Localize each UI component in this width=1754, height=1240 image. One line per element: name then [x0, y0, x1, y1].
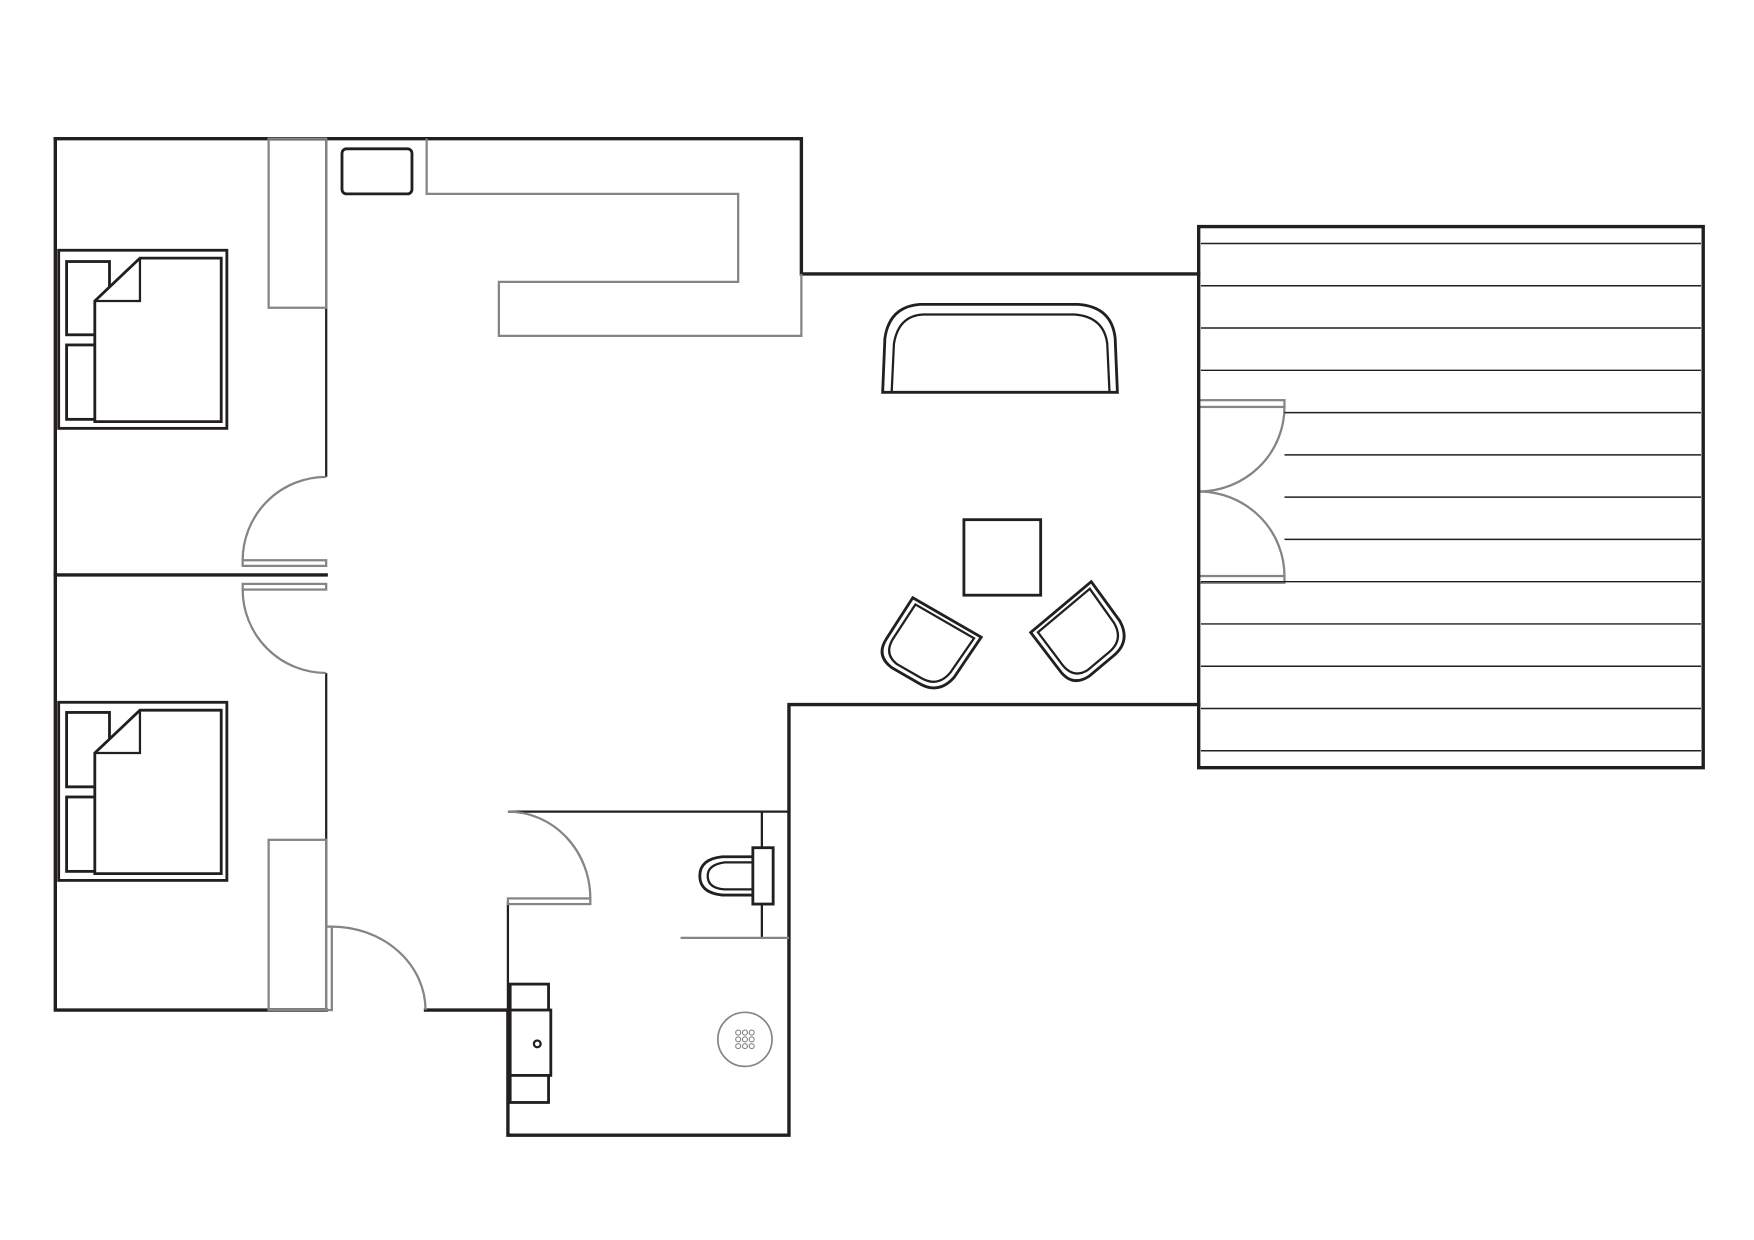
deck-door-right[interactable]: [1197, 490, 1286, 584]
wardrobe-bottom: [267, 838, 328, 1012]
bed-top: [57, 248, 229, 430]
sofa: [881, 302, 1119, 394]
bed-bottom: [57, 700, 229, 882]
drain-hole: [741, 1029, 748, 1036]
armchair-right: [1028, 579, 1126, 683]
sink: [508, 982, 553, 1104]
doors: [241, 399, 1286, 1012]
outer-walls: [53, 136, 1201, 1137]
shower-drain: [717, 1011, 773, 1068]
coffee-table: [962, 518, 1043, 597]
drain-hole: [735, 1036, 742, 1043]
toilet: [698, 846, 775, 906]
bedroom-bottom-door[interactable]: [241, 582, 328, 675]
deck: [1196, 224, 1705, 770]
drain-hole: [735, 1043, 742, 1050]
drain-hole: [748, 1029, 755, 1036]
deck-door-left[interactable]: [1197, 399, 1286, 493]
bedroom-top-door[interactable]: [241, 475, 328, 568]
armchair-left: [880, 595, 984, 690]
drain-hole: [741, 1043, 748, 1050]
fridge: [340, 147, 414, 196]
drain-hole: [748, 1036, 755, 1043]
drain-hole: [735, 1029, 742, 1036]
wardrobe-top: [267, 137, 328, 309]
kitchen-counter: [425, 138, 803, 338]
drain-hole: [741, 1036, 748, 1043]
drain-hole: [748, 1043, 755, 1050]
bathroom-door[interactable]: [506, 810, 592, 906]
entrance-door[interactable]: [325, 925, 427, 1012]
